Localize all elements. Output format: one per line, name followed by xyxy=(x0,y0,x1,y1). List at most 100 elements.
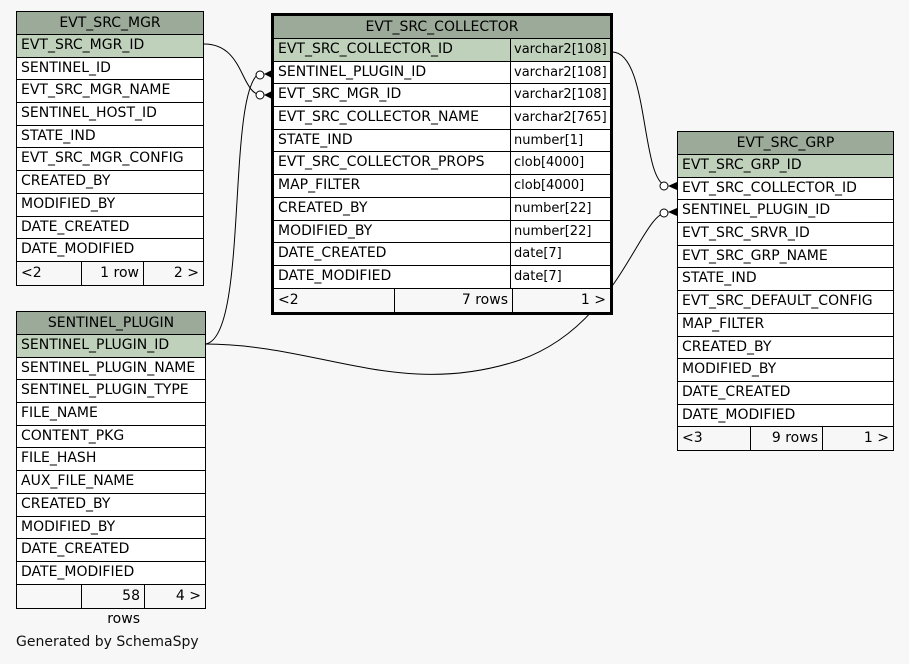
column-row[interactable]: SENTINEL_PLUGIN_NAME xyxy=(17,358,205,381)
column-type: number[22] xyxy=(510,220,610,243)
column-type: clob[4000] xyxy=(510,175,610,197)
column-row[interactable]: FILE_HASH xyxy=(17,448,205,472)
column-row[interactable]: EVT_SRC_GRP_ID xyxy=(678,155,893,178)
column-row[interactable]: EVT_SRC_MGR_ID xyxy=(17,35,203,58)
column-row[interactable]: DATE_MODIFIED xyxy=(17,562,205,585)
column-row[interactable]: DATE_CREATED xyxy=(17,217,203,240)
column-row[interactable]: EVT_SRC_MGR_NAME xyxy=(17,80,203,104)
column-name: EVT_SRC_COLLECTOR_ID xyxy=(278,41,453,57)
column-name: MAP_FILTER xyxy=(278,177,361,194)
column-name: SENTINEL_PLUGIN_ID xyxy=(21,337,170,353)
column-row[interactable]: MODIFIED_BY number[22] xyxy=(274,220,610,244)
column-row[interactable]: SENTINEL_PLUGIN_ID varchar2[108] xyxy=(274,61,610,85)
column-name: CREATED_BY xyxy=(278,199,368,216)
column-row[interactable]: DATE_MODIFIED xyxy=(678,405,893,428)
crowfoot-marker xyxy=(668,182,677,190)
row-count: 58 rows xyxy=(81,584,144,627)
column-name: MODIFIED_BY xyxy=(278,222,373,239)
column-row[interactable]: EVT_SRC_COLLECTOR_ID xyxy=(678,178,893,201)
parents-count[interactable]: <2 xyxy=(278,291,299,308)
row-count: 1 row xyxy=(81,261,143,285)
fk-plugin-to-collector xyxy=(204,71,263,345)
column-name: EVT_SRC_MGR_NAME xyxy=(21,82,171,99)
fk-mgr-to-collector xyxy=(203,43,263,96)
parents-count[interactable]: <2 xyxy=(21,264,42,281)
children-count[interactable]: 4 > xyxy=(144,584,205,608)
column-row[interactable]: CREATED_BY xyxy=(678,337,893,360)
column-row[interactable]: SENTINEL_PLUGIN_ID xyxy=(678,200,893,224)
row-count: 7 rows xyxy=(394,288,512,312)
column-row[interactable]: SENTINEL_PLUGIN_ID xyxy=(17,335,205,358)
column-type: date[7] xyxy=(510,265,610,288)
column-row[interactable]: DATE_CREATED xyxy=(17,539,205,562)
parents-count[interactable]: <3 xyxy=(682,430,703,447)
column-row[interactable]: MAP_FILTER clob[4000] xyxy=(274,175,610,198)
column-row[interactable]: MAP_FILTER xyxy=(678,314,893,337)
column-name: MODIFIED_BY xyxy=(21,195,116,212)
table-title[interactable]: EVT_SRC_MGR xyxy=(17,12,203,35)
column-name: SENTINEL_PLUGIN_ID xyxy=(278,63,427,80)
column-name: CREATED_BY xyxy=(21,495,111,512)
column-type: date[7] xyxy=(510,243,610,265)
column-row[interactable]: MODIFIED_BY xyxy=(17,517,205,540)
column-row[interactable]: CREATED_BY xyxy=(17,494,205,517)
optional-marker xyxy=(255,70,265,80)
column-row[interactable]: EVT_SRC_DEFAULT_CONFIG xyxy=(678,291,893,314)
column-row[interactable]: DATE_CREATED date[7] xyxy=(274,243,610,266)
column-type: number[1] xyxy=(510,129,610,152)
column-row[interactable]: STATE_IND xyxy=(17,126,203,149)
crowfoot-marker xyxy=(264,70,272,78)
table-sentinel-plugin[interactable]: SENTINEL_PLUGIN SENTINEL_PLUGIN_ID SENTINE… xyxy=(16,311,206,627)
column-row[interactable]: SENTINEL_ID xyxy=(17,58,203,81)
column-name: SENTINEL_PLUGIN_TYPE xyxy=(21,382,189,399)
column-row[interactable]: CREATED_BY xyxy=(17,171,203,194)
parents-count[interactable] xyxy=(17,585,81,608)
column-name: DATE_MODIFIED xyxy=(21,241,135,258)
column-row[interactable]: DATE_MODIFIED xyxy=(17,239,203,262)
column-row[interactable]: EVT_SRC_GRP_NAME xyxy=(678,246,893,269)
table-title[interactable]: EVT_SRC_COLLECTOR xyxy=(274,16,610,39)
column-type: varchar2[108] xyxy=(510,84,610,107)
column-row[interactable]: DATE_MODIFIED date[7] xyxy=(274,265,610,289)
column-name: EVT_SRC_COLLECTOR_PROPS xyxy=(278,154,485,171)
column-row[interactable]: STATE_IND xyxy=(678,268,893,292)
table-title[interactable]: SENTINEL_PLUGIN xyxy=(17,312,205,335)
children-count[interactable]: 1 > xyxy=(512,288,610,312)
column-row[interactable]: SENTINEL_HOST_ID xyxy=(17,103,203,126)
column-row[interactable]: EVT_SRC_COLLECTOR_PROPS clob[4000] xyxy=(274,152,610,176)
column-row[interactable]: DATE_CREATED xyxy=(678,382,893,405)
column-name: DATE_MODIFIED xyxy=(278,267,392,284)
column-name: SENTINEL_PLUGIN_ID xyxy=(682,202,831,219)
column-row[interactable]: MODIFIED_BY xyxy=(17,194,203,217)
column-type: varchar2[765] xyxy=(510,107,610,129)
children-count[interactable]: 1 > xyxy=(822,427,893,451)
table-title[interactable]: EVT_SRC_GRP xyxy=(678,132,893,155)
column-type: varchar2[108] xyxy=(510,61,610,84)
column-name: CONTENT_PKG xyxy=(21,427,125,444)
row-count: 9 rows xyxy=(750,427,822,451)
generated-by-label: Generated by SchemaSpy xyxy=(16,634,199,650)
column-row[interactable]: EVT_SRC_MGR_CONFIG xyxy=(17,148,203,172)
column-row[interactable]: CONTENT_PKG xyxy=(17,426,205,449)
column-row[interactable]: AUX_FILE_NAME xyxy=(17,471,205,494)
column-name: AUX_FILE_NAME xyxy=(21,473,135,490)
column-name: FILE_NAME xyxy=(21,405,98,422)
column-row[interactable]: SENTINEL_PLUGIN_TYPE xyxy=(17,380,205,404)
column-type: clob[4000] xyxy=(510,152,610,175)
column-row[interactable]: FILE_NAME xyxy=(17,403,205,426)
column-row[interactable]: MODIFIED_BY xyxy=(678,359,893,382)
column-name: DATE_CREATED xyxy=(278,245,387,262)
children-count[interactable]: 2 > xyxy=(143,261,203,285)
column-row[interactable]: EVT_SRC_SRVR_ID xyxy=(678,223,893,246)
